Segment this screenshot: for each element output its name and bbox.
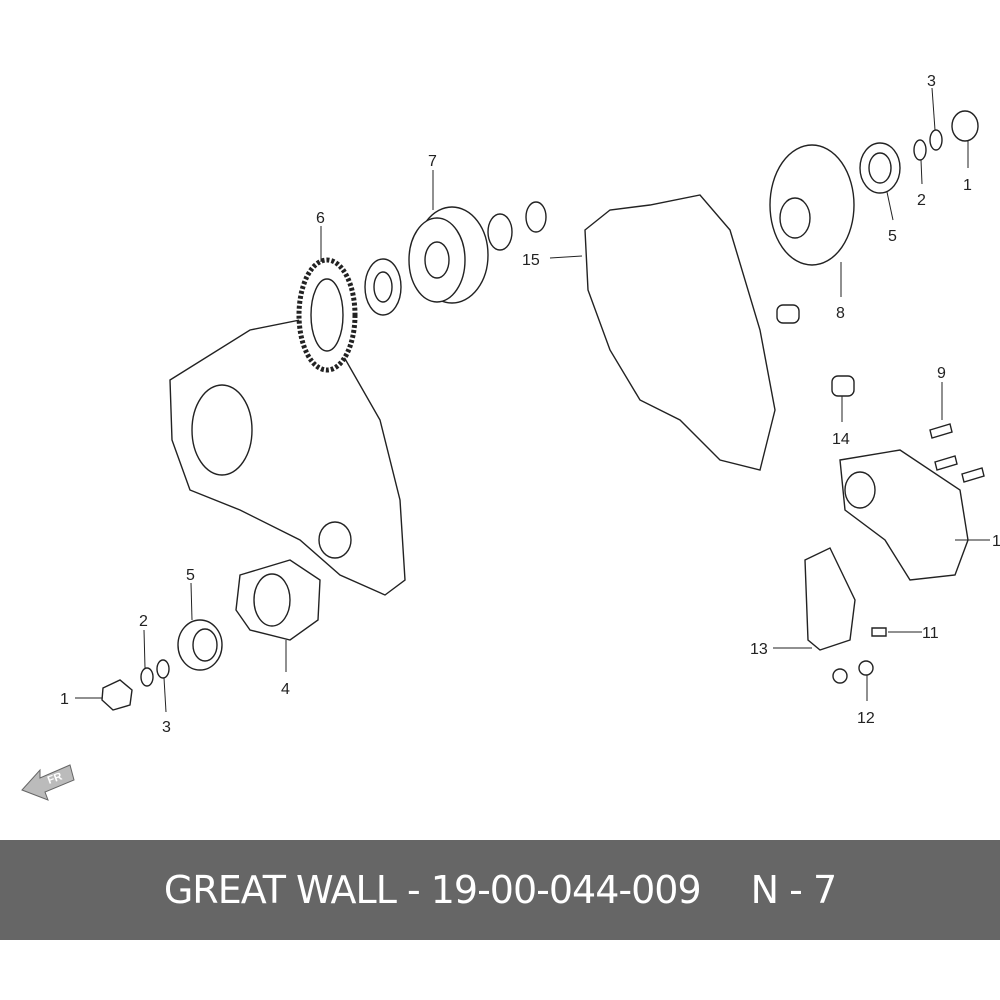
- sleeve: [831, 375, 855, 397]
- housing-bore: [191, 384, 253, 476]
- callout-motor: 1: [992, 533, 1000, 550]
- callout-bracket: 13: [750, 641, 768, 658]
- brand-part-number: GREAT WALL - 19-00-044-009: [163, 868, 702, 912]
- callout-right-seal: 5: [888, 228, 897, 245]
- callout-left-nut: 1: [60, 691, 69, 708]
- callout-right-oring: 3: [927, 73, 936, 90]
- reference-number: N - 7: [750, 868, 837, 912]
- left-flange-bore: [253, 573, 291, 627]
- rear-housing: [584, 194, 776, 471]
- motor: [839, 449, 969, 581]
- right-washer: [913, 139, 927, 161]
- sleeve: [776, 304, 800, 324]
- callout-left-washer: 2: [139, 613, 148, 630]
- left-seal-inner: [192, 628, 218, 662]
- nut: [858, 660, 874, 676]
- callout-friction-disc: 6: [316, 210, 325, 227]
- callout-left-oring: 3: [162, 719, 171, 736]
- callout-right-nut: 1: [963, 177, 972, 194]
- small-bolt: [871, 627, 887, 637]
- front-direction-arrow-icon: FR: [21, 764, 75, 801]
- nut: [832, 668, 848, 684]
- bolt: [934, 455, 958, 471]
- housing-port: [318, 521, 352, 559]
- exploded-parts-diagram: FR 3 1 2 5 8 7 6 15 9 14 1 11 13 12 5 2 …: [21, 73, 1000, 801]
- flange-plate: [769, 144, 855, 266]
- callout-right-washer: 2: [917, 192, 926, 209]
- right-oring: [929, 129, 943, 151]
- callout-small-bolt: 11: [922, 625, 939, 642]
- callout-nut: 12: [857, 710, 875, 727]
- callout-sleeve: 14: [832, 431, 850, 448]
- bearing-hub: [424, 241, 450, 279]
- callout-left-seal: 5: [186, 567, 195, 584]
- friction-disc-inner: [310, 278, 344, 352]
- left-nut: [101, 679, 133, 711]
- front-direction-label: FR: [46, 771, 64, 787]
- left-oring: [156, 659, 170, 679]
- motor-cap: [844, 471, 876, 509]
- small-bearing-inner: [373, 271, 393, 303]
- part-number-banner: GREAT WALL - 19-00-044-009 N - 7: [0, 840, 1000, 940]
- callout-dowel-pin: 15: [522, 252, 540, 269]
- ring: [525, 201, 547, 233]
- bolt: [961, 467, 985, 483]
- callout-bearing: 7: [428, 153, 437, 170]
- left-washer: [140, 667, 154, 687]
- bolt: [929, 423, 953, 439]
- callout-bolt: 9: [937, 365, 946, 382]
- bracket: [804, 547, 856, 651]
- right-nut: [951, 110, 979, 142]
- ring: [487, 213, 513, 251]
- leader-lines: [75, 87, 990, 713]
- flange-hub: [779, 197, 811, 239]
- callout-left-flange: 4: [281, 681, 290, 698]
- right-seal-inner: [868, 152, 892, 184]
- callout-flange-plate: 8: [836, 305, 845, 322]
